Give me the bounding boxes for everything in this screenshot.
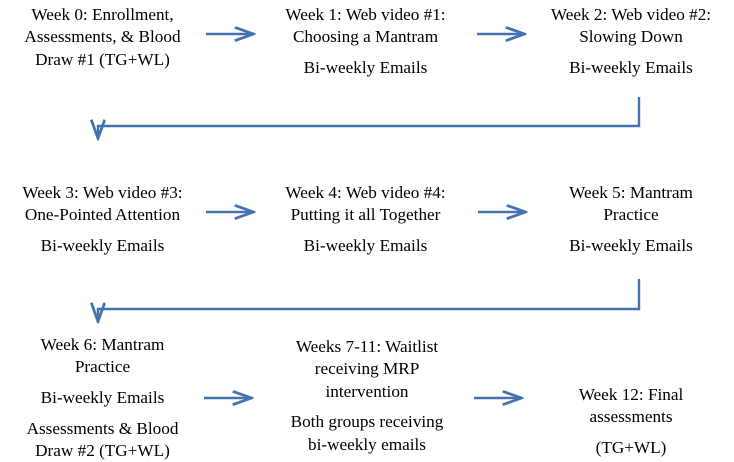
node-line: Bi-weekly Emails [40, 387, 165, 407]
node-line: One-Pointed Attention [24, 205, 181, 225]
node-week-12: Week 12: Final assessments (TG+WL) [528, 384, 734, 459]
node-line: assessments [589, 407, 673, 427]
node-line: Week 2: Web video #2: [550, 5, 712, 24]
node-week-6: Week 6: Mantram Practice Bi-weekly Email… [0, 334, 205, 462]
node-line: Bi-weekly Emails [303, 235, 428, 255]
node-line: Draw #2 (TG+WL) [35, 440, 170, 460]
node-line: Bi-weekly Emails [40, 235, 165, 255]
node-line: (TG+WL) [595, 437, 667, 457]
node-line: Week 4: Web video #4: [285, 183, 446, 202]
node-week-3: Week 3: Web video #3: One-Pointed Attent… [0, 182, 205, 257]
node-line: Bi-weekly Emails [303, 57, 428, 77]
node-week-0: Week 0: Enrollment, Assessments, & Blood… [0, 4, 205, 71]
node-line: Week 1: Web video #1: [285, 5, 446, 24]
node-week-1: Week 1: Web video #1: Choosing a Mantram… [258, 4, 473, 79]
node-line: Assessments, & Blood [24, 27, 181, 47]
node-week-2: Week 2: Web video #2: Slowing Down Bi-we… [528, 4, 734, 79]
node-week-5: Week 5: Mantram Practice Bi-weekly Email… [528, 182, 734, 257]
node-line: Bi-weekly Emails [569, 57, 693, 77]
node-line: Bi-weekly Emails [569, 235, 693, 255]
node-line: Week 12: Final [578, 385, 684, 404]
node-line: Both groups receiving [290, 412, 444, 432]
node-line: Week 3: Web video #3: [22, 183, 183, 202]
node-line: Week 6: Mantram [40, 335, 165, 354]
node-week-4: Week 4: Web video #4: Putting it all Tog… [258, 182, 473, 257]
node-line: intervention [325, 381, 409, 401]
node-line: Practice [603, 205, 659, 225]
node-line: Slowing Down [579, 27, 683, 47]
node-line: Assessments & Blood [26, 418, 179, 438]
node-line: Week 0: Enrollment, [31, 5, 174, 24]
arrow-week5-to-week6 [98, 279, 641, 320]
node-line: bi-weekly emails [308, 434, 426, 454]
node-line: receiving MRP [314, 359, 420, 379]
node-line: Week 5: Mantram [569, 183, 693, 202]
node-line: Draw #1 (TG+WL) [35, 49, 170, 69]
arrow-week2-to-week3 [98, 97, 641, 137]
node-line: Practice [74, 357, 131, 377]
node-line: Weeks 7-11: Waitlist [295, 337, 439, 356]
node-line: Putting it all Together [290, 205, 441, 225]
node-weeks-7-11: Weeks 7-11: Waitlist receiving MRP inter… [262, 336, 472, 456]
node-line: Choosing a Mantram [292, 27, 439, 47]
